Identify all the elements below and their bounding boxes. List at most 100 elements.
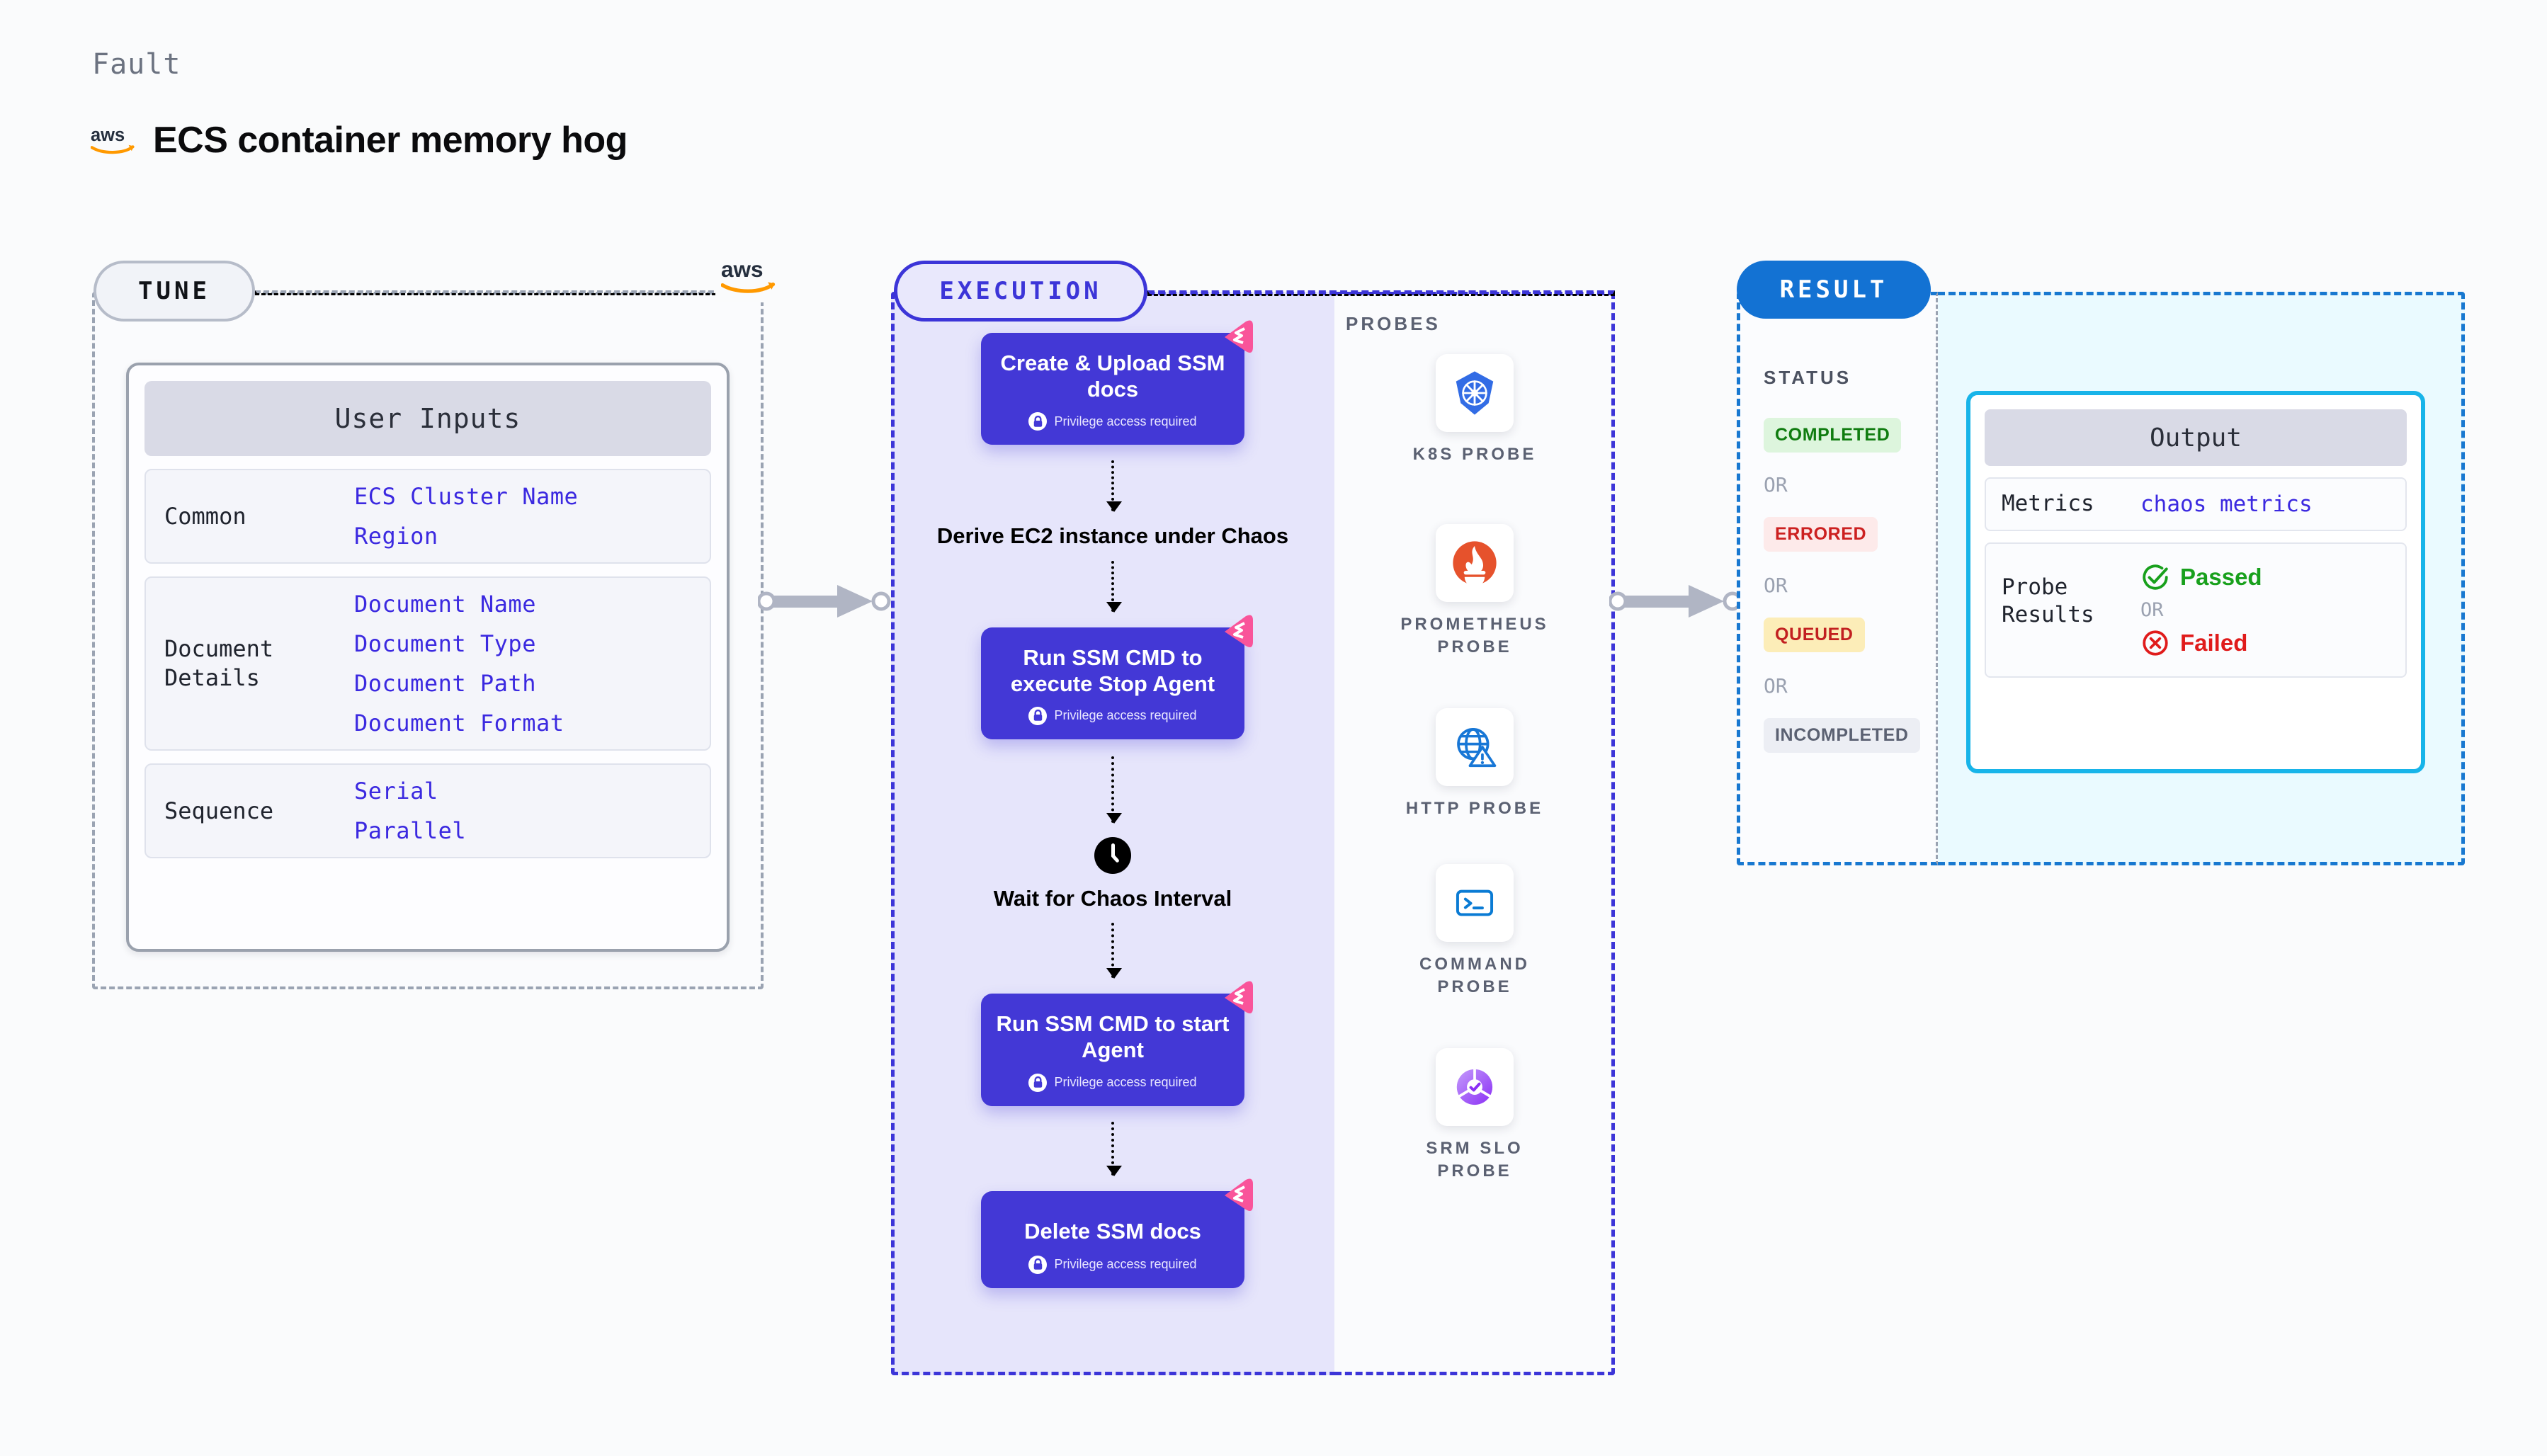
or-separator: OR — [2140, 598, 2164, 621]
svg-text:aws: aws — [721, 256, 764, 282]
flow-node-run-ssm-cmd-stop-agent[interactable]: Run SSM CMD to execute Stop Agent Privil… — [981, 615, 1253, 739]
status-badge-queued: QUEUED — [1764, 618, 1865, 652]
probe-item-k8s[interactable]: K8S PROBE — [1334, 354, 1615, 466]
output-row-metrics: Metrics chaos metrics — [1985, 477, 2407, 531]
prometheus-icon — [1436, 524, 1514, 602]
execution-badge[interactable]: EXECUTION — [894, 261, 1147, 322]
probes-panel — [1334, 292, 1615, 1375]
privilege-note-text: Privilege access required — [1054, 1075, 1197, 1089]
output-metrics-value[interactable]: chaos metrics — [2140, 491, 2313, 517]
output-card: Output Metrics chaos metrics Probe Resul… — [1966, 391, 2425, 773]
privilege-note: Privilege access required — [992, 706, 1233, 725]
tune-badge[interactable]: TUNE — [93, 261, 255, 322]
user-inputs-card: User Inputs Common ECS Cluster Name Regi… — [126, 363, 730, 952]
fault-eyebrow: Fault — [92, 48, 181, 81]
probe-label: SRM SLO PROBE — [1426, 1139, 1524, 1181]
tune-to-execution-arrow — [758, 585, 891, 618]
input-field-ecs-cluster-name[interactable]: ECS Cluster Name — [354, 483, 579, 510]
harness-fault-flag-icon — [1225, 981, 1253, 1014]
flow-step-derive-ec2-instance: Derive EC2 instance under Chaos — [936, 523, 1289, 549]
probe-item-command[interactable]: COMMAND PROBE — [1334, 864, 1615, 999]
lock-icon — [1028, 412, 1048, 431]
execution-flow: Create & Upload SSM docs Privilege acces… — [891, 320, 1334, 1288]
status-badge-completed: COMPLETED — [1764, 418, 1902, 453]
probes-label: PROBES — [1346, 313, 1441, 334]
page-title-row: aws ECS container memory hog — [91, 119, 628, 161]
probe-label: COMMAND PROBE — [1419, 955, 1530, 997]
input-group-common: Common ECS Cluster Name Region — [144, 469, 711, 564]
aws-provider-icon: aws — [715, 254, 786, 302]
harness-fault-flag-icon — [1225, 615, 1253, 647]
harness-fault-flag-icon — [1225, 320, 1253, 353]
or-separator: OR — [1764, 674, 1788, 698]
input-field-document-path[interactable]: Document Path — [354, 670, 536, 697]
output-row-probe-results: Probe Results Passed OR Failed — [1985, 542, 2407, 678]
harness-fault-flag-icon — [1225, 1178, 1253, 1211]
privilege-note: Privilege access required — [992, 1255, 1233, 1274]
flow-node-run-ssm-cmd-start-agent[interactable]: Run SSM CMD to start Agent Privilege acc… — [981, 981, 1253, 1106]
probe-label: K8S PROBE — [1412, 445, 1537, 464]
probe-item-prometheus[interactable]: PROMETHEUS PROBE — [1334, 524, 1615, 659]
input-group-label: Document Details — [164, 635, 274, 691]
probe-item-srm-slo[interactable]: SRM SLO PROBE — [1334, 1048, 1615, 1183]
x-circle-icon — [2143, 630, 2168, 656]
flow-node-label: Create & Upload SSM docs — [1000, 351, 1225, 402]
or-separator: OR — [1764, 574, 1788, 597]
flow-connector — [1106, 1121, 1122, 1176]
execution-connector-line — [1147, 290, 1615, 296]
privilege-note: Privilege access required — [992, 1073, 1233, 1092]
flow-step-wait-for-chaos-interval: Wait for Chaos Interval — [993, 885, 1232, 911]
result-status-panel — [1737, 292, 1938, 865]
flow-node-create-upload-ssm-docs[interactable]: Create & Upload SSM docs Privilege acces… — [981, 320, 1253, 445]
result-badge[interactable]: RESULT — [1737, 261, 1931, 319]
flow-node-label: Delete SSM docs — [1024, 1218, 1201, 1244]
output-row-label: Metrics — [2002, 491, 2094, 516]
execution-to-result-arrow — [1609, 585, 1742, 618]
input-field-region[interactable]: Region — [354, 523, 438, 550]
privilege-note-text: Privilege access required — [1054, 414, 1197, 428]
srm-slo-icon — [1436, 1048, 1514, 1126]
input-field-serial[interactable]: Serial — [354, 778, 438, 804]
privilege-note: Privilege access required — [992, 412, 1233, 431]
lock-icon — [1028, 1255, 1048, 1274]
status-label: STATUS — [1764, 367, 1852, 388]
input-group-label: Sequence — [164, 797, 274, 824]
probe-label: PROMETHEUS PROBE — [1400, 615, 1549, 657]
flow-node-label: Run SSM CMD to start Agent — [996, 1011, 1230, 1063]
svg-text:aws: aws — [91, 125, 125, 145]
probe-result-failed-label: Failed — [2180, 629, 2248, 656]
flow-connector — [1106, 560, 1122, 613]
check-circle-icon — [2143, 564, 2168, 590]
probe-result-passed-label: Passed — [2180, 563, 2262, 590]
lock-icon — [1028, 1073, 1048, 1092]
status-badge-incompleted: INCOMPLETED — [1764, 718, 1920, 753]
input-field-parallel[interactable]: Parallel — [354, 817, 467, 844]
input-field-document-format[interactable]: Document Format — [354, 710, 565, 736]
http-globe-icon — [1436, 708, 1514, 786]
input-group-document-details: Document Details Document Name Document … — [144, 576, 711, 751]
page-title: ECS container memory hog — [153, 120, 628, 161]
input-group-label: Common — [164, 502, 246, 530]
output-title: Output — [1985, 409, 2407, 466]
input-field-document-type[interactable]: Document Type — [354, 630, 536, 657]
output-row-label: Probe Results — [2002, 574, 2094, 628]
user-inputs-title: User Inputs — [144, 381, 711, 456]
probe-result-passed: Passed — [2140, 562, 2262, 592]
probe-label: HTTP PROBE — [1405, 799, 1544, 818]
kubernetes-icon — [1436, 354, 1514, 432]
probe-item-http[interactable]: HTTP PROBE — [1334, 708, 1615, 820]
flow-connector — [1106, 756, 1122, 824]
or-separator: OR — [1764, 473, 1788, 496]
input-field-document-name[interactable]: Document Name — [354, 591, 536, 618]
command-terminal-icon — [1436, 864, 1514, 942]
privilege-note-text: Privilege access required — [1054, 708, 1197, 723]
aws-logo-icon: aws — [91, 125, 135, 154]
flow-node-delete-ssm-docs[interactable]: Delete SSM docs Privilege access require… — [981, 1178, 1253, 1288]
flow-connector — [1106, 460, 1122, 513]
tune-connector-line — [255, 290, 722, 295]
flow-connector — [1106, 923, 1122, 979]
privilege-note-text: Privilege access required — [1054, 1257, 1197, 1272]
lock-icon — [1028, 706, 1048, 725]
flow-node-label: Run SSM CMD to execute Stop Agent — [1010, 644, 1215, 696]
